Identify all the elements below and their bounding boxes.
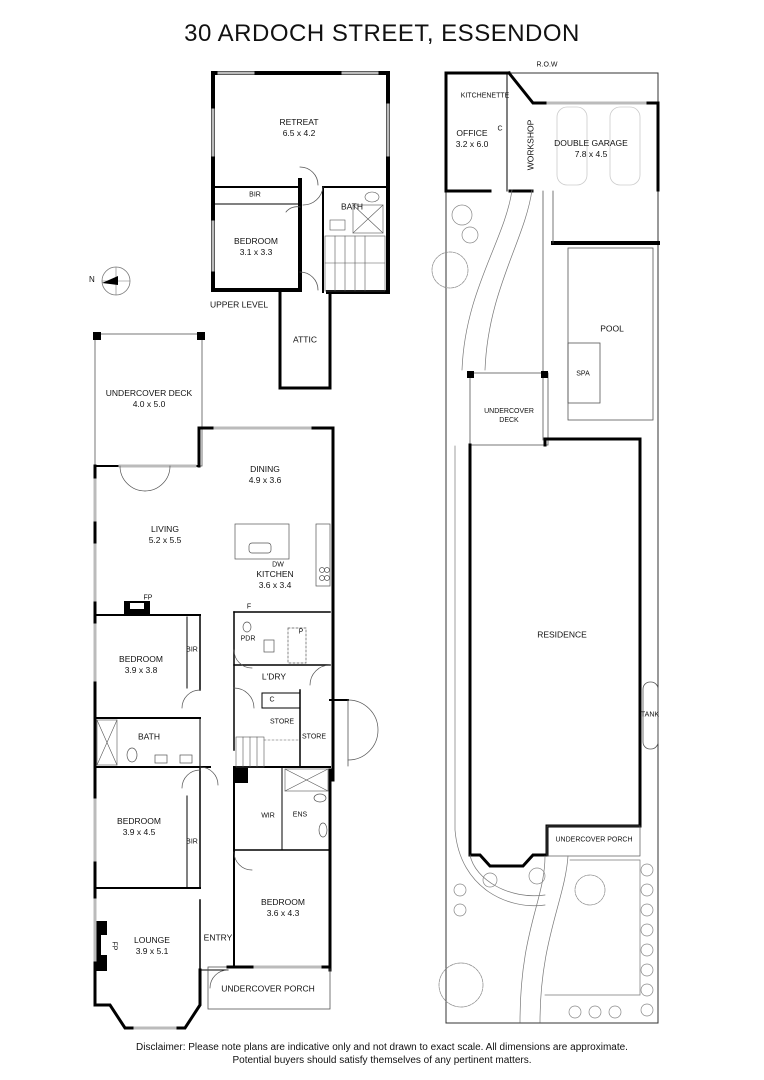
room-label-undercover-porch: UNDERCOVER PORCH bbox=[221, 983, 315, 994]
site-plan-drawing bbox=[431, 70, 660, 1024]
area-label-undercover-porch: UNDERCOVER PORCH bbox=[555, 836, 633, 844]
upper-level-walls bbox=[211, 71, 390, 390]
label-right-of-way: R.O.W bbox=[536, 61, 558, 69]
north-arrow-icon bbox=[101, 266, 131, 296]
room-label-kitchenette: KITCHENETTE bbox=[460, 92, 510, 100]
room-label-ground-bath: BATH bbox=[137, 731, 161, 742]
area-label-spa: SPA bbox=[576, 370, 590, 378]
room-label-bir-2: BIR bbox=[186, 838, 198, 846]
room-label-laundry: L'DRY bbox=[261, 671, 287, 682]
room-label-bir-1: BIR bbox=[186, 646, 198, 654]
area-label-tank: TANK bbox=[640, 711, 660, 719]
room-label-ensuite: ENS bbox=[292, 811, 308, 819]
label-fireplace-living: FP bbox=[143, 594, 153, 602]
label-fireplace-lounge: FP bbox=[110, 941, 118, 951]
room-label-store-1: STORE bbox=[270, 718, 294, 726]
ground-level-walls bbox=[93, 332, 379, 1030]
label-fridge: F bbox=[246, 603, 252, 611]
label-office-cupboard: C bbox=[497, 125, 503, 133]
disclaimer-line-2: Potential buyers should satisfy themselv… bbox=[232, 1055, 532, 1066]
room-label-store-2: STORE bbox=[302, 733, 326, 741]
label-dishwasher: DW bbox=[272, 561, 284, 569]
label-cupboard: C bbox=[269, 696, 275, 704]
level-label-upper: UPPER LEVEL bbox=[210, 299, 269, 310]
north-label: N bbox=[89, 275, 95, 284]
room-label-attic: ATTIC bbox=[293, 334, 317, 345]
label-pantry: P bbox=[298, 628, 304, 636]
room-label-upper-bath: BATH bbox=[340, 201, 364, 212]
page-title: 30 ARDOCH STREET, ESSENDON bbox=[184, 20, 580, 47]
room-label-pdr: PDR bbox=[240, 635, 256, 643]
area-label-pool: POOL bbox=[600, 323, 624, 334]
disclaimer-line-1: Disclaimer: Please note plans are indica… bbox=[136, 1042, 628, 1053]
room-label-upper-bir: BIR bbox=[249, 191, 261, 199]
room-label-wir: WIR bbox=[261, 812, 275, 820]
area-label-residence: RESIDENCE bbox=[537, 629, 587, 640]
room-label-workshop: WORKSHOP bbox=[525, 119, 536, 171]
disclaimer: Disclaimer: Please note plans are indica… bbox=[0, 1041, 764, 1067]
room-label-entry: ENTRY bbox=[203, 932, 233, 943]
